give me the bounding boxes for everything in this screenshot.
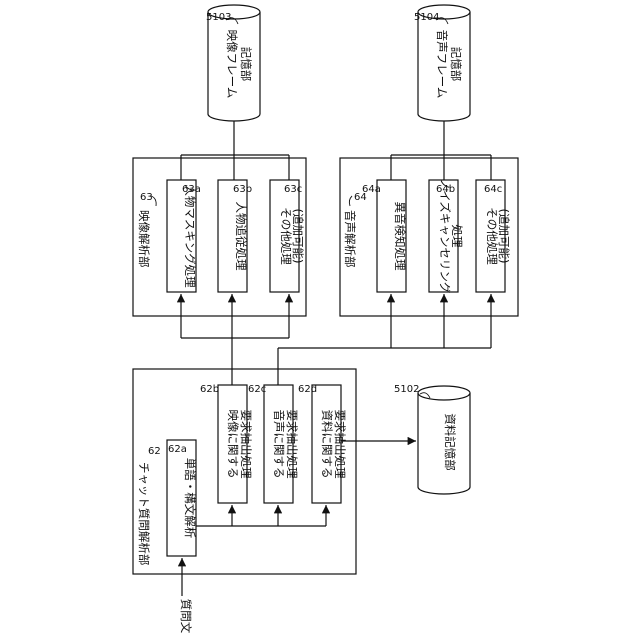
video-frame-storage-label-line2: 記憶部: [239, 47, 253, 82]
person-tracking-process-ref: 63b: [233, 184, 252, 195]
audio-frame-storage-ref: 5104: [414, 12, 439, 23]
document-storage-ref: 5102: [394, 384, 419, 395]
noise-cancelling-ref: 64b: [436, 184, 455, 195]
person-masking-process-label: 人物マスキング処理: [183, 184, 197, 288]
video-analysis-unit-title: 映像解析部: [137, 210, 151, 268]
document-request-ref: 62d: [298, 384, 317, 395]
input-question-label: 質問文: [179, 599, 193, 634]
audio-other-process-ref: 64c: [484, 184, 502, 195]
audio-request-line1: 音声に関する: [272, 410, 286, 479]
word-syntax-parse-process: 単語・構文解析: [167, 440, 197, 556]
audio-request-line2: 要求抽出処理: [285, 410, 299, 479]
word-syntax-parse-label: 単語・構文解析: [183, 458, 197, 539]
person-tracking-process-label: 人物追従処理: [234, 202, 248, 271]
noise-cancelling-line1: ノイズキャンセリング: [438, 179, 452, 294]
audio-analysis-unit-title: 音声解析部: [343, 210, 357, 268]
video-other-process-ref: 63c: [284, 184, 302, 195]
person-masking-process: 人物マスキング処理: [167, 180, 197, 292]
person-masking-process-ref: 63a: [182, 184, 201, 195]
video-request-line1: 映像に関する: [226, 410, 240, 479]
noise-cancelling-line2: 処理: [450, 225, 464, 248]
abnormal-sound-detection-process: 異音検知処理: [377, 180, 407, 292]
video-other-process-line1: その他処理: [279, 207, 293, 265]
document-storage-label: 資料記憶部: [443, 413, 457, 471]
audio-frame-storage-label-line1: 音声フレーム: [435, 30, 449, 99]
document-request-line1: 資料に関する: [320, 410, 334, 479]
chat-question-analysis-unit-title: チャット質問解析部: [137, 462, 151, 565]
audio-request-ref: 62c: [248, 384, 266, 395]
abnormal-sound-detection-ref: 64a: [362, 184, 381, 195]
video-frame-storage-ref: 5103: [206, 12, 231, 23]
video-frame-storage-label-line1: 映像フレーム: [225, 30, 239, 99]
audio-frame-storage-label-line2: 記憶部: [449, 47, 463, 82]
document-request-line2: 要求抽出処理: [333, 410, 347, 479]
word-syntax-parse-ref: 62a: [168, 444, 187, 455]
video-request-line2: 要求抽出処理: [239, 410, 253, 479]
video-other-process-line2: (追加可能): [291, 209, 305, 264]
person-tracking-process: 人物追従処理: [218, 180, 248, 292]
abnormal-sound-detection-label: 異音検知処理: [393, 202, 407, 271]
document-storage: 資料記憶部: [418, 386, 470, 494]
audio-other-process-line1: その他処理: [485, 207, 499, 265]
video-request-ref: 62b: [200, 384, 219, 395]
audio-other-process-line2: (追加可能): [497, 209, 511, 264]
video-analysis-unit-ref: 63: [140, 192, 153, 203]
chat-question-analysis-unit-ref: 62: [148, 446, 161, 457]
